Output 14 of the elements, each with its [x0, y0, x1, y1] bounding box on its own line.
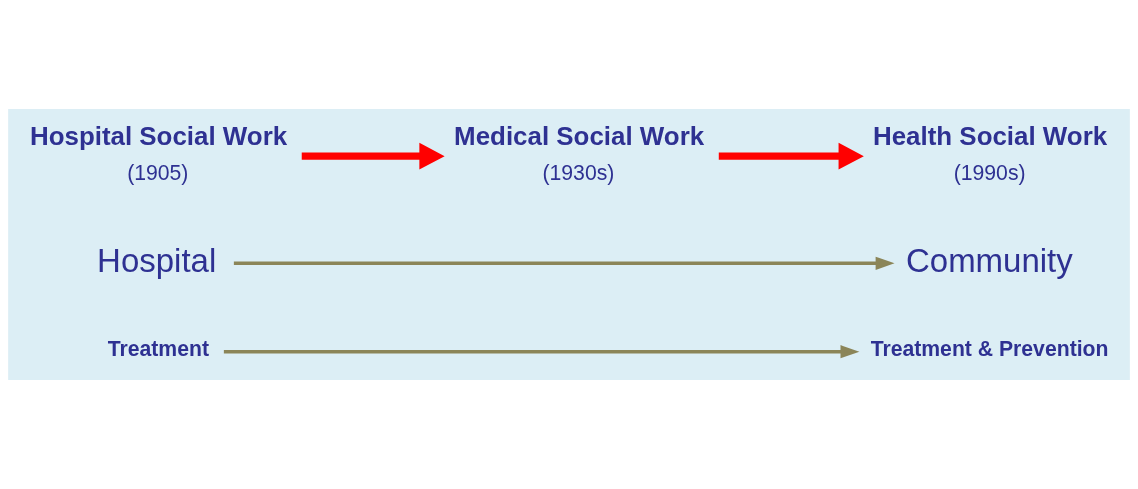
- arrow: [233, 256, 895, 270]
- node-text: Medical Social Work: [454, 122, 705, 151]
- arrow: [223, 345, 860, 359]
- arrow: [301, 142, 445, 170]
- node-text: Health Social Work: [872, 122, 1108, 151]
- node-text: Community: [905, 242, 1073, 280]
- node-text: Hospital Social Work: [29, 122, 288, 151]
- node-label: (1930s): [542, 161, 615, 185]
- node-text: Treatment & Prevention: [870, 336, 1109, 360]
- node-label: (1990s): [953, 161, 1026, 185]
- node-text: Treatment: [107, 336, 209, 360]
- node-text: Hospital: [97, 242, 217, 280]
- node-label: (1905): [127, 161, 189, 185]
- arrow: [718, 142, 864, 170]
